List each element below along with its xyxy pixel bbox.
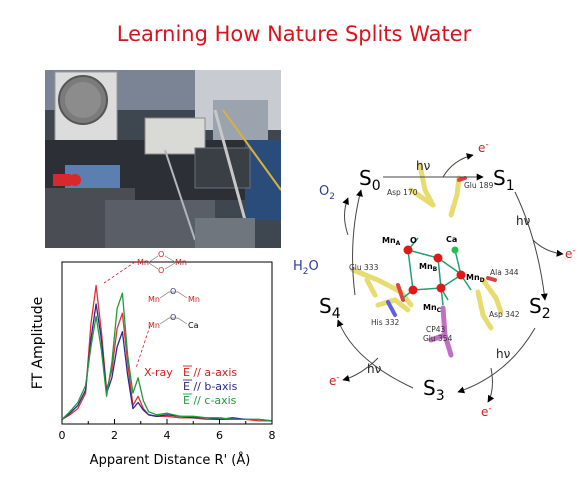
atom-ca: Ca <box>446 235 457 244</box>
arrow-e-out-s3 <box>342 357 379 382</box>
legend: X-ray E // a-axis E // b-axis E // c-axi… <box>144 365 238 407</box>
state-s2: S2 <box>529 294 551 322</box>
svg-text:Mn: Mn <box>137 258 149 267</box>
x-tick-label: 2 <box>111 429 118 442</box>
residue-label: Glu 354 <box>423 334 453 343</box>
state-s0: S0 <box>359 166 381 194</box>
arrow-e-out-s1 <box>532 239 564 257</box>
arrow-s2-s3 <box>457 327 536 394</box>
svg-text:Ca: Ca <box>188 321 199 330</box>
ft-amplitude-chart: 0 2 4 6 8 FT Amplitude Apparent Distance R' … <box>30 250 276 468</box>
svg-text:Mn: Mn <box>148 295 160 304</box>
photon-label: hν <box>516 214 531 228</box>
svg-text:O: O <box>170 313 176 322</box>
x-tick-label: 0 <box>59 429 66 442</box>
residue-label: Glu 333 <box>349 263 379 272</box>
residue-label: CP43 <box>426 325 446 334</box>
annotation-leaders <box>103 261 151 369</box>
plot-frame <box>61 261 273 425</box>
legend-entry-c: E // c-axis <box>183 394 237 407</box>
y-axis-label: FT Amplitude <box>30 297 46 390</box>
motif-di-mu-oxo: Mn O O Mn <box>137 250 187 275</box>
x-axis-label: Apparent Distance R' (Å) <box>90 452 251 468</box>
kok-cycle-diagram: MnA O MnB Ca MnD MnC Asp 170 Glu 189 Glu… <box>293 140 576 419</box>
atom-mnb: MnB <box>419 262 438 273</box>
electron-label: e- <box>478 140 489 155</box>
series-layer <box>61 284 273 422</box>
svg-text:O: O <box>158 250 164 259</box>
state-s4: S4 <box>319 294 341 322</box>
svg-text:O: O <box>170 287 176 296</box>
residue-label: Asp 342 <box>489 310 520 319</box>
arrow-e-out-s0 <box>442 153 474 178</box>
svg-text:Mn: Mn <box>175 258 187 267</box>
atom-mna: MnA <box>382 236 401 247</box>
legend-prefix: X-ray <box>144 366 173 379</box>
arrow-s4-s0 <box>352 189 363 296</box>
arrow-o2-out <box>342 197 349 236</box>
mn4ca-cluster: MnA O MnB Ca MnD MnC Asp 170 Glu 189 Glu… <box>349 162 520 358</box>
experiment-photo <box>45 70 281 248</box>
electron-label: e- <box>329 373 340 388</box>
svg-text:O: O <box>158 266 164 275</box>
photon-label: hν <box>367 362 382 376</box>
motif-mono-mu-oxo: Mn O Mn <box>148 287 200 304</box>
atom-mnd: MnD <box>466 273 485 284</box>
series-line-c-axis <box>61 292 273 422</box>
legend-entry-b: E // b-axis <box>183 380 238 393</box>
series-line-b-axis <box>61 303 273 422</box>
atom-mnc: MnC <box>423 303 442 314</box>
series-line-a-axis <box>61 284 272 422</box>
arrow-s3-s4 <box>336 319 414 389</box>
state-s3: S3 <box>423 376 445 404</box>
o2-label: O2 <box>319 184 335 202</box>
svg-text:Mn: Mn <box>188 295 200 304</box>
x-tick-label: 4 <box>164 429 171 442</box>
arrow-e-out-s2 <box>487 367 495 403</box>
photon-label: hν <box>416 159 431 173</box>
electron-label: e- <box>565 246 576 261</box>
electron-label: e- <box>481 404 492 419</box>
motif-mn-ca: Mn O Ca <box>148 313 199 330</box>
svg-text:Mn: Mn <box>148 321 160 330</box>
residue-label: His 332 <box>371 318 400 327</box>
state-s1: S1 <box>493 166 515 194</box>
x-tick-label: 6 <box>216 429 223 442</box>
arrow-s1-s2 <box>514 191 548 301</box>
page-title: Learning How Nature Splits Water <box>116 22 472 46</box>
atom-o: O <box>410 236 417 245</box>
photon-label: hν <box>496 347 511 361</box>
tick-layer: 0 2 4 6 8 <box>59 419 276 442</box>
residue-label: Glu 189 <box>464 181 494 190</box>
residue-label: Asp 170 <box>387 188 418 197</box>
residue-label: Ala 344 <box>490 268 519 277</box>
h2o-label: H2O <box>293 259 319 277</box>
x-tick-label: 8 <box>269 429 276 442</box>
legend-entry-a: E // a-axis <box>183 366 237 379</box>
